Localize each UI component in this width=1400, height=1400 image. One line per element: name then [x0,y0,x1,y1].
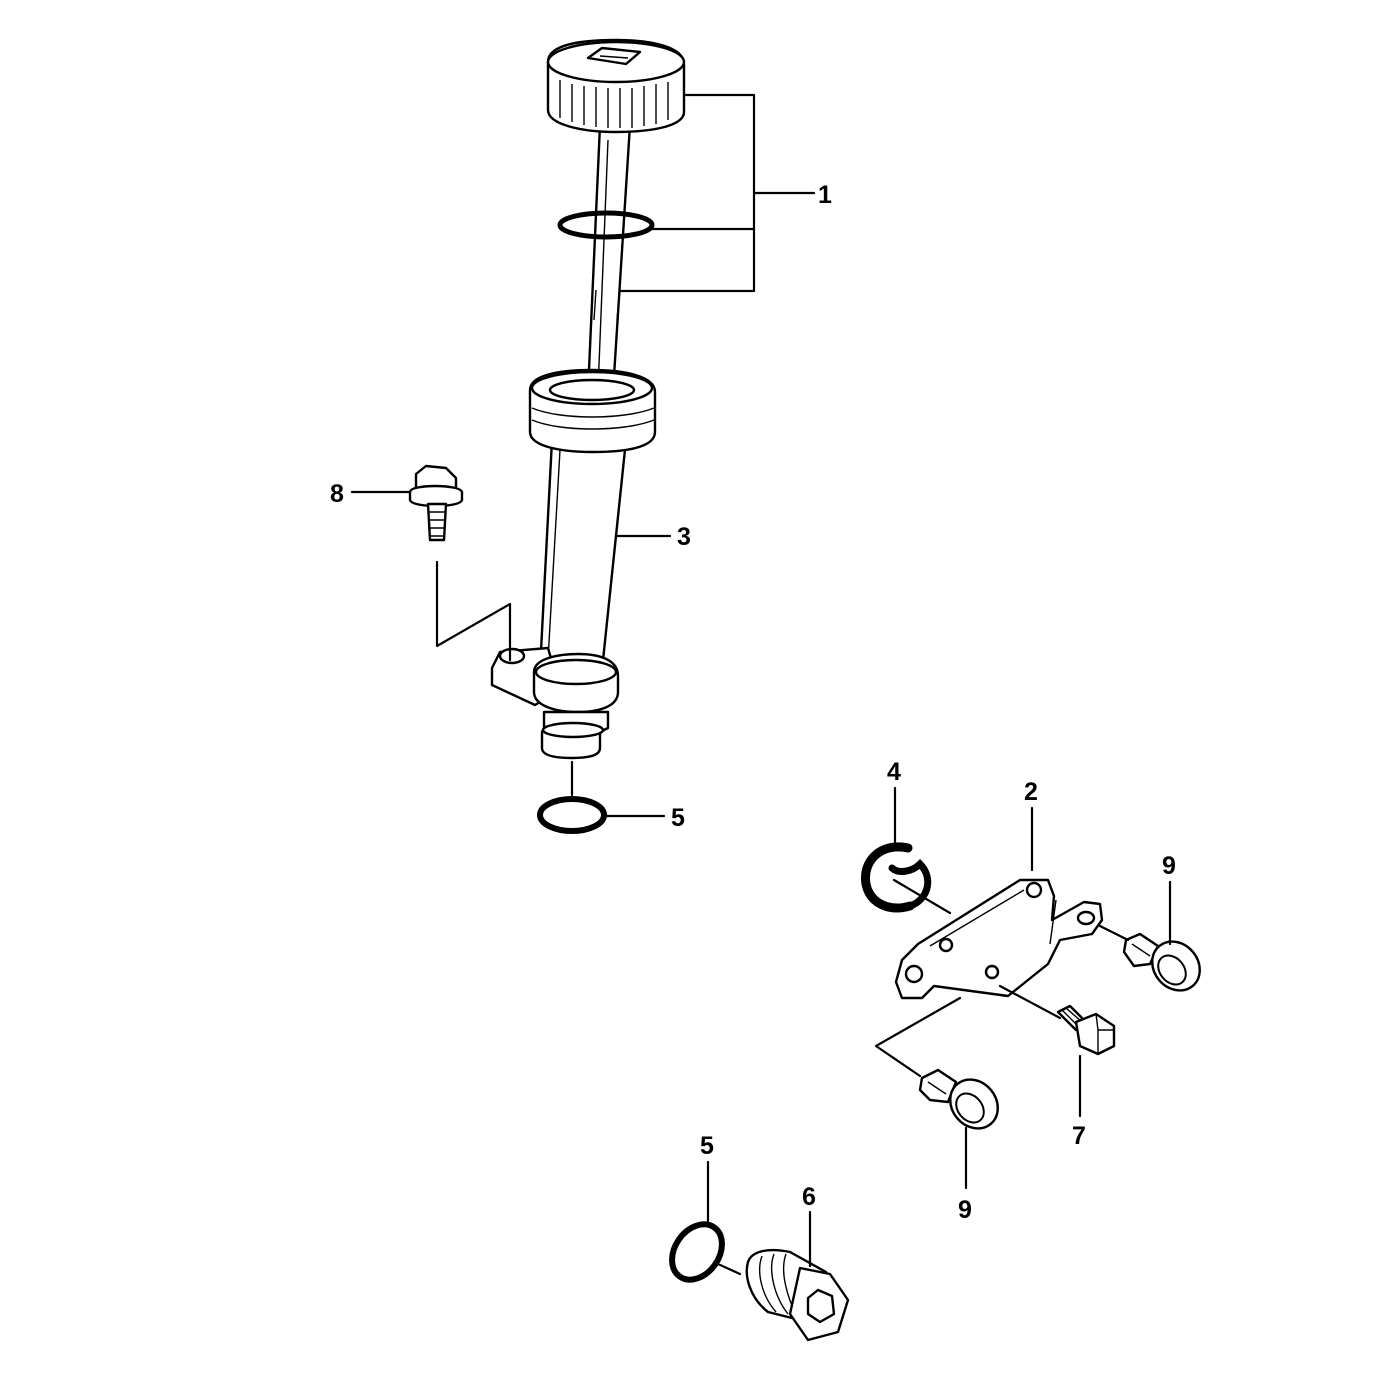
callout-labels: 1 3 8 5 4 2 9 7 9 5 6 [330,181,1176,1224]
leader-lines [350,93,1172,1276]
callout-9-lower: 9 [958,1196,972,1224]
hose-clamp-lower[interactable] [918,1068,1008,1138]
callout-8: 8 [330,480,344,508]
bolt-7[interactable] [1056,1004,1116,1056]
callout-7: 7 [1072,1122,1086,1150]
callout-9-right: 9 [1162,852,1176,880]
callout-4: 4 [887,758,901,786]
o-ring-upper[interactable] [537,796,607,834]
hose-clamp-right[interactable] [1122,932,1210,1000]
drain-plug[interactable] [745,1248,850,1342]
callout-3: 3 [677,523,691,551]
circlip[interactable] [860,842,932,913]
o-ring-lower[interactable] [662,1215,732,1289]
callout-5-lower: 5 [700,1132,714,1160]
callout-1: 1 [818,181,832,209]
callout-2: 2 [1024,778,1038,806]
bracket[interactable] [894,878,1104,1000]
callout-5-upper: 5 [671,804,685,832]
bolt-8[interactable] [408,464,464,542]
filler-tube[interactable] [490,368,657,760]
callout-6: 6 [802,1183,816,1211]
dipstick-assembly[interactable] [546,38,686,394]
